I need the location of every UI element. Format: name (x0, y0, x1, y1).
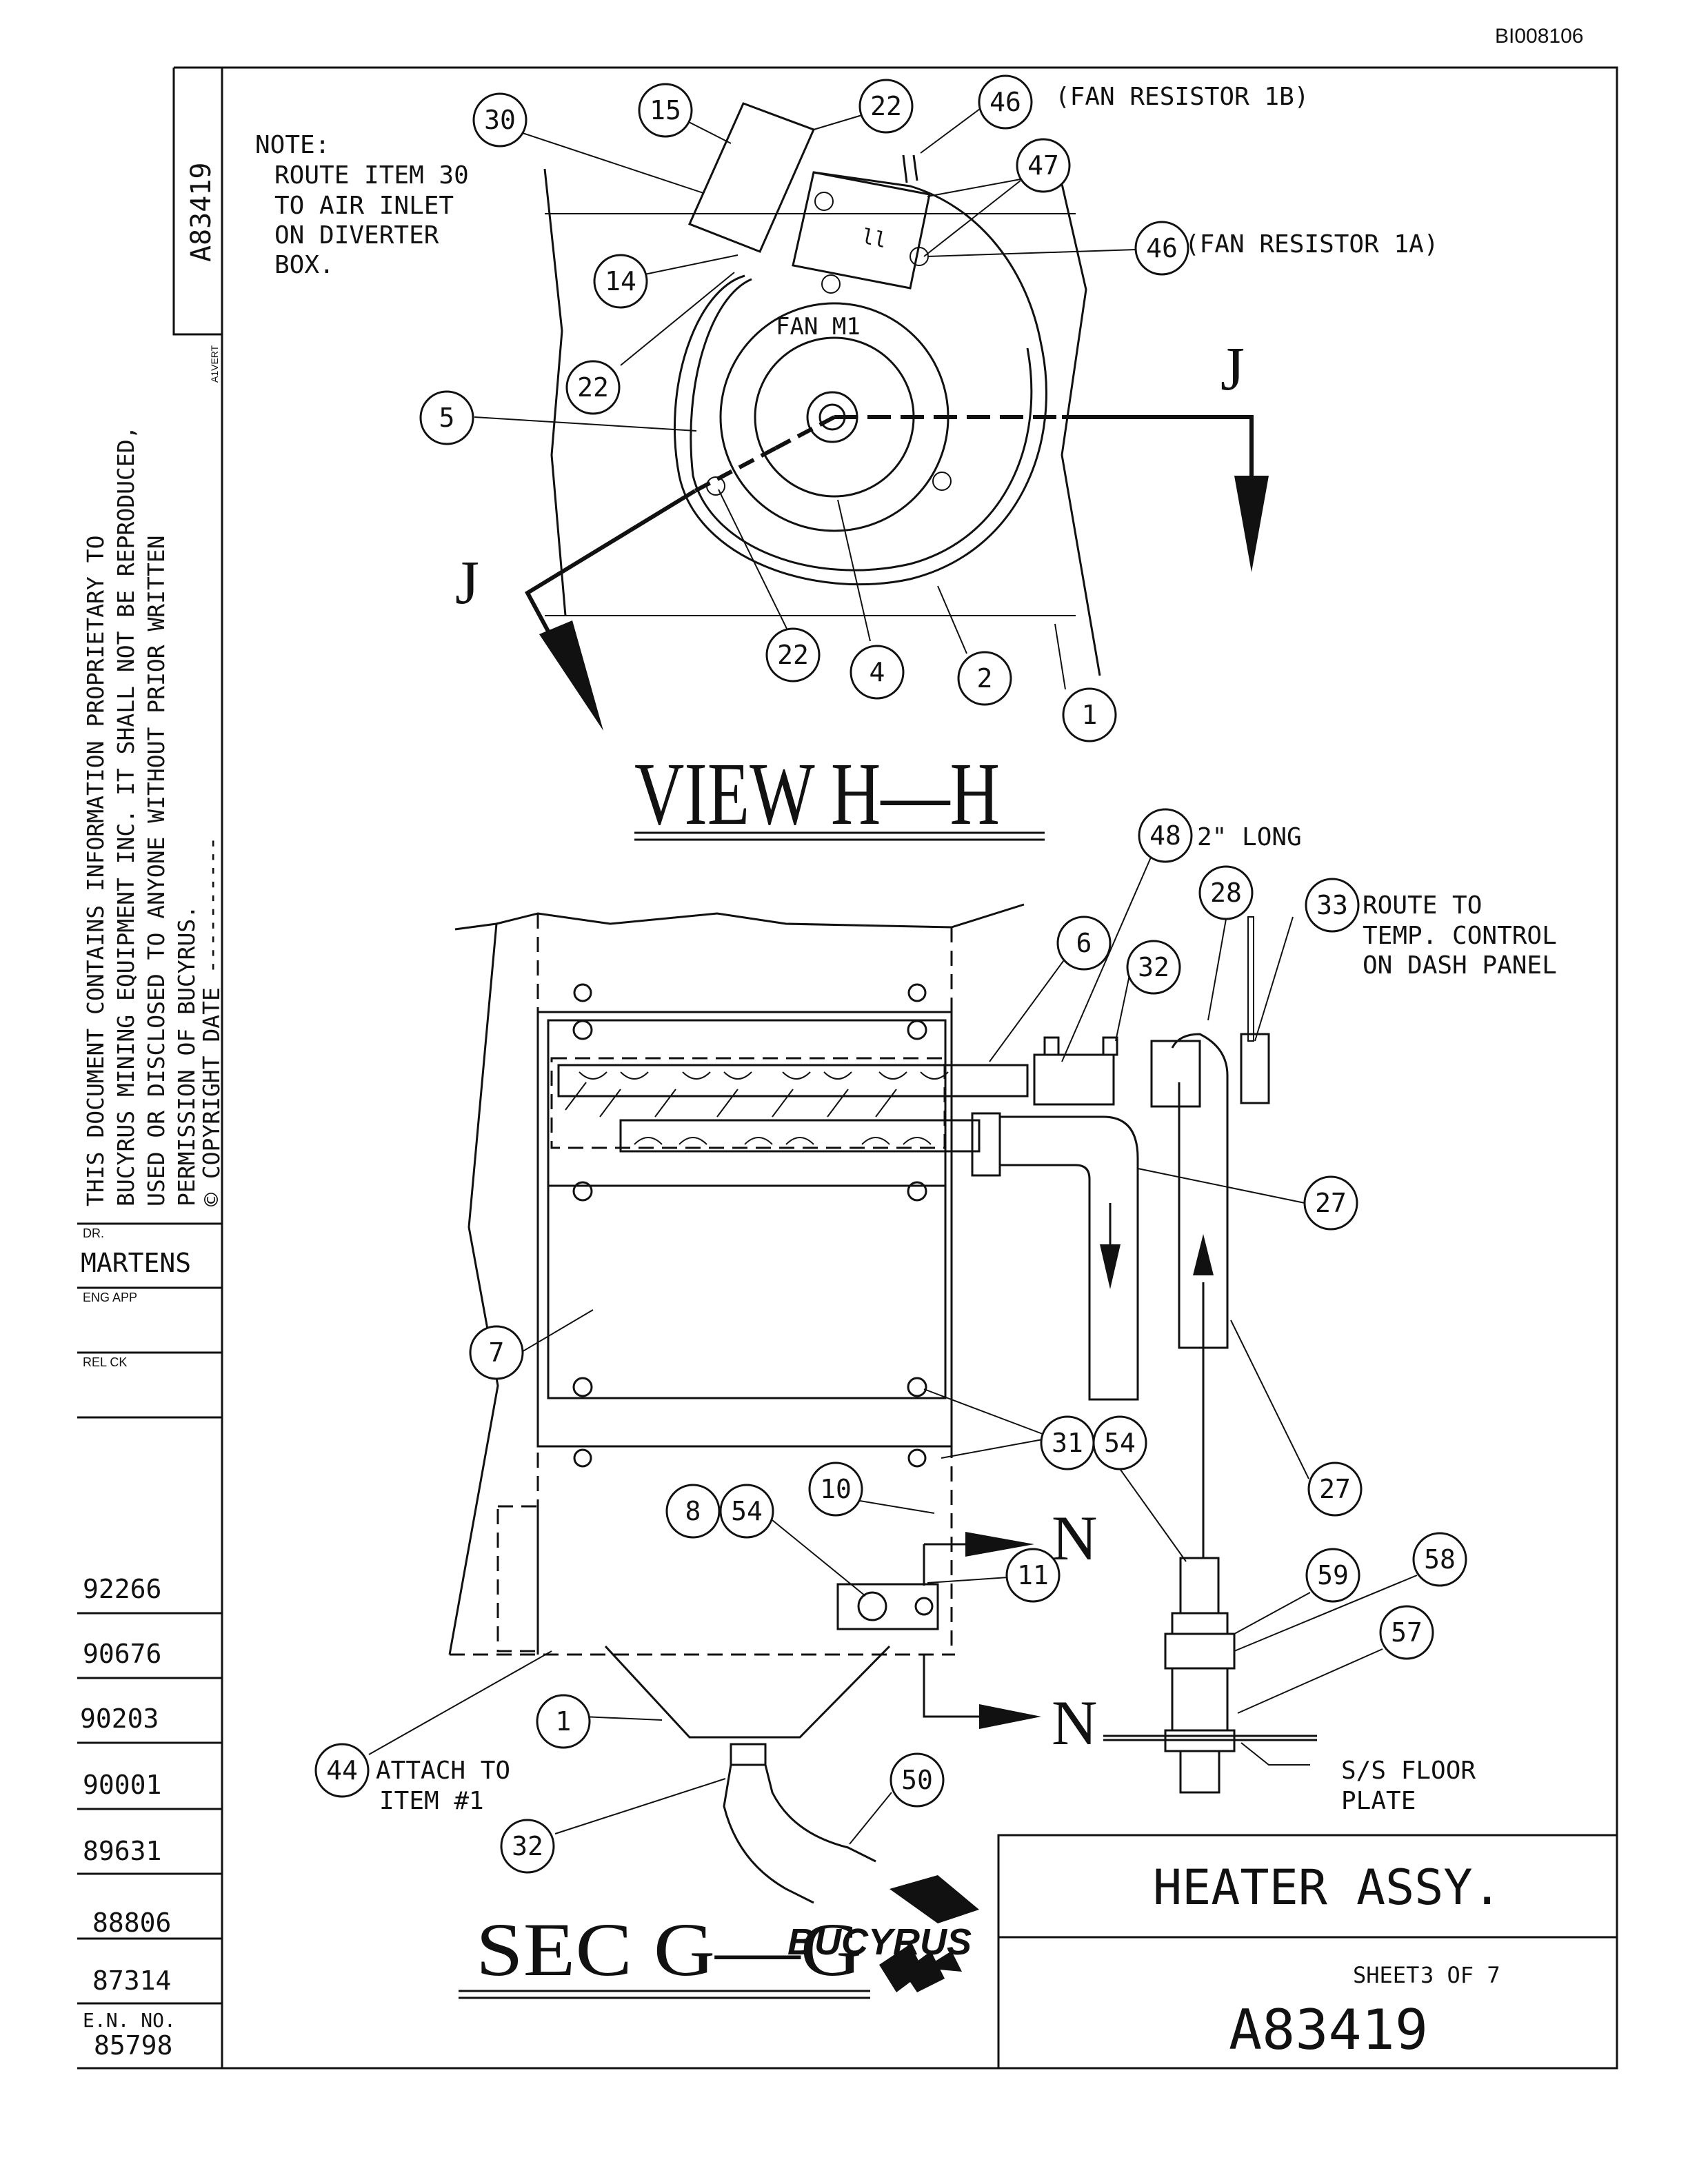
notice-line-4: PERMISSION OF BUCYRUS. (173, 905, 200, 1206)
view-hh-leaders (474, 106, 1137, 690)
section-letter-j-right: J (1220, 335, 1245, 403)
balloon-33: 33 (1316, 890, 1348, 920)
balloon-10: 10 (820, 1474, 852, 1504)
notice-line-1: THIS DOCUMENT CONTAINS INFORMATION PROPR… (82, 535, 109, 1206)
callout-33-line-2: TEMP. CONTROL (1363, 922, 1557, 950)
vertical-drawing-number: A83419 (185, 163, 217, 263)
sec-gg-balloons: 48 28 33 6 32 27 7 31 54 27 10 8 54 11 5… (314, 808, 1467, 1874)
dr-label: DR. (83, 1226, 104, 1240)
vertical-small-label: A1VERT (209, 345, 220, 383)
rel-ck-label: REL CK (83, 1355, 127, 1369)
bucyrus-logo: BUCYRUS (787, 1875, 979, 1992)
balloon-30: 30 (484, 105, 516, 135)
balloon-15: 15 (650, 95, 681, 125)
balloon-32-bottom: 32 (512, 1831, 543, 1861)
balloon-6: 6 (1076, 928, 1092, 958)
balloon-57: 57 (1391, 1617, 1423, 1648)
balloon-22-left: 22 (577, 372, 609, 403)
balloon-44: 44 (326, 1755, 358, 1786)
notice-copyright: © COPYRIGHT DATE ---------- (198, 837, 225, 1206)
balloon-8: 8 (685, 1496, 701, 1526)
note-heading: NOTE: (255, 131, 330, 159)
note-line-4: BOX. (274, 251, 334, 279)
title-block (997, 1834, 1617, 2068)
revision-2: 90676 (83, 1639, 161, 1669)
callout-44-line-1: ATTACH TO (376, 1757, 510, 1785)
en-no-label: E.N. NO. (83, 2009, 176, 2032)
sec-gg-leaders (368, 847, 1418, 1845)
notice-line-2: BUCYRUS MINING EQUIPMENT INC. IT SHALL N… (112, 426, 139, 1206)
balloon-28: 28 (1210, 878, 1242, 908)
balloon-46-right: 46 (1146, 233, 1178, 263)
balloon-7: 7 (489, 1337, 505, 1368)
note-line-2: TO AIR INLET (274, 192, 454, 220)
section-letter-j-left: J (455, 549, 479, 617)
revision-1: 92266 (83, 1574, 161, 1604)
balloon-32-top: 32 (1138, 952, 1169, 982)
callout-33-line-1: ROUTE TO (1363, 891, 1482, 920)
drawing-frame (77, 66, 1618, 2070)
revision-4: 90001 (83, 1770, 161, 1800)
view-hh-balloons: 30 15 22 46 47 46 14 22 5 22 4 2 1 (419, 74, 1189, 742)
section-letter-n-bottom: N (1052, 1688, 1097, 1758)
balloon-48: 48 (1149, 820, 1181, 851)
revision-3: 90203 (80, 1703, 159, 1734)
fan-resistor-1b-label: (FAN RESISTOR 1B) (1055, 83, 1309, 111)
revision-5: 89631 (83, 1836, 161, 1866)
balloon-47: 47 (1027, 150, 1059, 181)
balloon-5: 5 (439, 403, 455, 433)
floor-plate-line-1: S/S FLOOR (1341, 1757, 1476, 1785)
sec-gg-drawing (448, 903, 1317, 1904)
balloon-1-bottom: 1 (556, 1706, 572, 1737)
revision-6: 88806 (92, 1908, 171, 1938)
balloon-50: 50 (901, 1765, 933, 1795)
floor-plate-line-2: PLATE (1341, 1787, 1416, 1815)
notice-line-3: USED OR DISCLOSED TO ANYONE WITHOUT PRIO… (143, 535, 170, 1206)
sheet-number: 3 OF 7 (1420, 1962, 1500, 1988)
svg-text:ll: ll (859, 225, 889, 254)
fan-resistor-1a-label: (FAN RESISTOR 1A) (1185, 230, 1438, 259)
balloon-11: 11 (1017, 1560, 1049, 1590)
balloon-4: 4 (870, 657, 885, 687)
view-hh-drawing: ll (525, 102, 1269, 731)
view-hh-title: VIEW H—H (634, 745, 1000, 844)
left-column-lines (77, 1222, 222, 2005)
doc-code: BI008106 (1495, 25, 1583, 48)
note-line-3: ON DIVERTER (274, 221, 439, 250)
balloon-59: 59 (1317, 1560, 1349, 1590)
drafter-name: MARTENS (81, 1248, 191, 1278)
balloon-54-left: 54 (731, 1496, 763, 1526)
fan-label: FAN M1 (776, 313, 861, 341)
sec-gg-title: SEC G—G (476, 1908, 862, 1992)
balloon-22-bottom: 22 (777, 640, 809, 670)
balloon-27-lower: 27 (1319, 1474, 1351, 1504)
balloon-22-top: 22 (870, 91, 902, 121)
en-no-value: 85798 (94, 2030, 172, 2061)
eng-app-label: ENG APP (83, 1291, 137, 1304)
proprietary-notice: THIS DOCUMENT CONTAINS INFORMATION PROPR… (82, 426, 225, 1206)
balloon-1-top: 1 (1082, 700, 1098, 730)
revision-7: 87314 (92, 1965, 171, 1996)
balloon-31: 31 (1052, 1428, 1083, 1458)
balloon-27-upper: 27 (1315, 1188, 1347, 1218)
callout-48-text: 2" LONG (1197, 823, 1302, 851)
section-letter-n-top: N (1052, 1503, 1097, 1573)
balloon-2: 2 (977, 663, 993, 694)
balloon-54-right: 54 (1104, 1428, 1136, 1458)
logo-text: BUCYRUS (787, 1921, 972, 1963)
balloon-46-top: 46 (989, 87, 1021, 117)
balloon-58: 58 (1424, 1544, 1456, 1575)
title-drawing-number: A83419 (1229, 1998, 1428, 2062)
note-line-1: ROUTE ITEM 30 (274, 161, 469, 190)
callout-33-line-3: ON DASH PANEL (1363, 951, 1557, 980)
drawing-title: HEATER ASSY. (1153, 1859, 1502, 1916)
callout-44-line-2: ITEM #1 (379, 1787, 484, 1815)
balloon-14: 14 (605, 266, 636, 296)
sheet-label: SHEET (1353, 1962, 1419, 1988)
